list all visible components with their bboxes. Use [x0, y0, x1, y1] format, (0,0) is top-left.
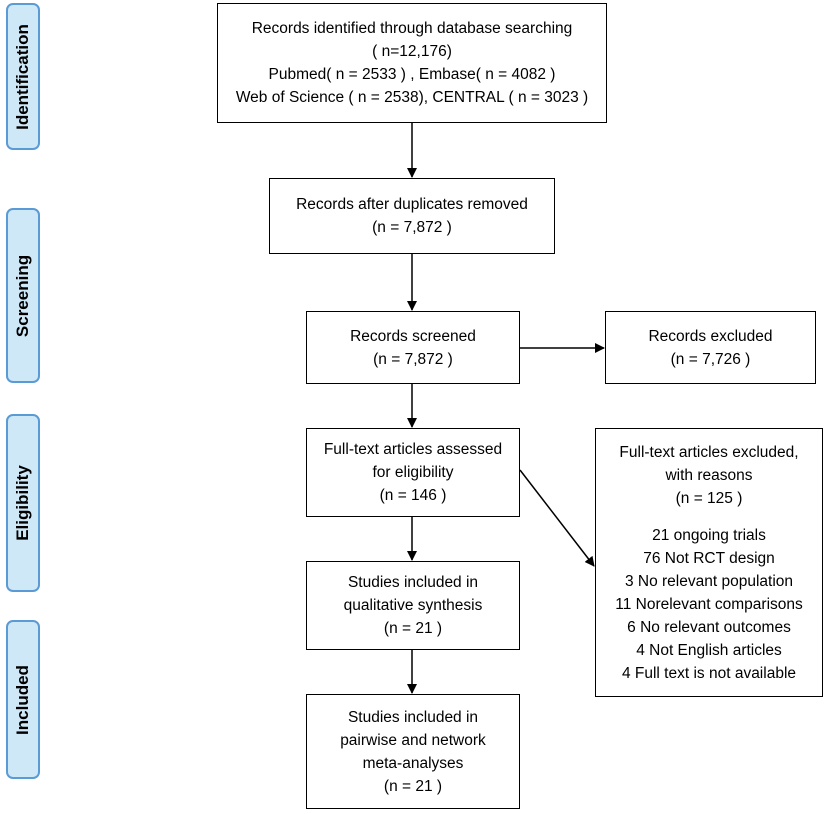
phase-included: Included [6, 620, 40, 779]
box-records-identified-line-2: ( n=12,176) [372, 43, 452, 60]
phase-eligibility: Eligibility [6, 414, 40, 592]
box-fulltext-excluded-line-2: with reasons [665, 466, 753, 484]
exclusion-reason: 4 Not English articles [636, 641, 782, 659]
box-meta-analyses-line-2: pairwise and network [340, 731, 486, 749]
box-records-screened-line-1: Records screened [350, 327, 476, 345]
phase-included-label: Included [13, 664, 32, 735]
box-qualitative-synthesis: Studies included in qualitative synthesi… [306, 561, 520, 650]
box-duplicates-removed: Records after duplicates removed (n = 7,… [269, 178, 555, 254]
box-meta-analyses-line-4: (n = 21 ) [383, 777, 443, 795]
box-fulltext-excluded: Full-text articles excluded, with reason… [595, 428, 823, 697]
exclusion-reason: 11 Norelevant comparisons [615, 595, 803, 613]
box-fulltext-assessed: Full-text articles assessed for eligibil… [306, 428, 520, 517]
box-records-excluded-line-2: (n = 7,726 ) [670, 350, 751, 368]
box-meta-analyses-line-3: meta-analyses [362, 754, 464, 772]
phase-eligibility-label: Eligibility [13, 465, 32, 541]
exclusion-reason: 6 No relevant outcomes [627, 618, 791, 636]
box-fulltext-assessed-line-1: Full-text articles assessed [323, 441, 503, 458]
exclusion-reason: 3 No relevant population [624, 572, 794, 590]
phase-screening: Screening [6, 208, 40, 383]
arrow-fulltext-to-fulltext-excluded [519, 469, 595, 567]
phase-identification: Identification [6, 3, 40, 150]
box-meta-analyses-line-1: Studies included in [347, 708, 479, 726]
exclusion-reason: 76 Not RCT design [643, 549, 775, 567]
box-qualitative-synthesis-line-3: (n = 21 ) [383, 620, 443, 637]
phase-screening-label: Screening [13, 254, 32, 337]
box-duplicates-removed-line-2: (n = 7,872 ) [372, 219, 452, 236]
box-records-screened: Records screened (n = 7,872 ) [306, 311, 520, 384]
phase-identification-label: Identification [13, 23, 32, 130]
box-fulltext-excluded-line-1: Full-text articles excluded, [619, 443, 799, 461]
box-fulltext-assessed-line-3: (n = 146 ) [379, 487, 447, 504]
box-qualitative-synthesis-line-2: qualitative synthesis [343, 597, 483, 614]
box-fulltext-excluded-line-3: (n = 125 ) [675, 489, 743, 507]
box-records-screened-line-2: (n = 7,872 ) [373, 350, 453, 368]
box-fulltext-assessed-line-2: for eligibility [372, 464, 454, 481]
box-records-excluded: Records excluded (n = 7,726 ) [605, 311, 816, 384]
box-meta-analyses: Studies included in pairwise and network… [306, 694, 520, 809]
exclusion-reason: 4 Full text is not available [621, 664, 797, 682]
box-records-identified-line-4: Web of Science ( n = 2538), CENTRAL ( n … [235, 89, 589, 106]
box-records-identified-line-3: Pubmed( n = 2533 ) , Embase( n = 4082 ) [268, 66, 556, 83]
box-qualitative-synthesis-line-1: Studies included in [347, 574, 479, 591]
exclusion-reason: 21 ongoing trials [652, 526, 766, 544]
box-records-identified: Records identified through database sear… [217, 3, 607, 123]
box-records-identified-line-1: Records identified through database sear… [251, 20, 573, 37]
box-records-excluded-line-1: Records excluded [648, 327, 773, 345]
box-duplicates-removed-line-1: Records after duplicates removed [296, 196, 528, 213]
